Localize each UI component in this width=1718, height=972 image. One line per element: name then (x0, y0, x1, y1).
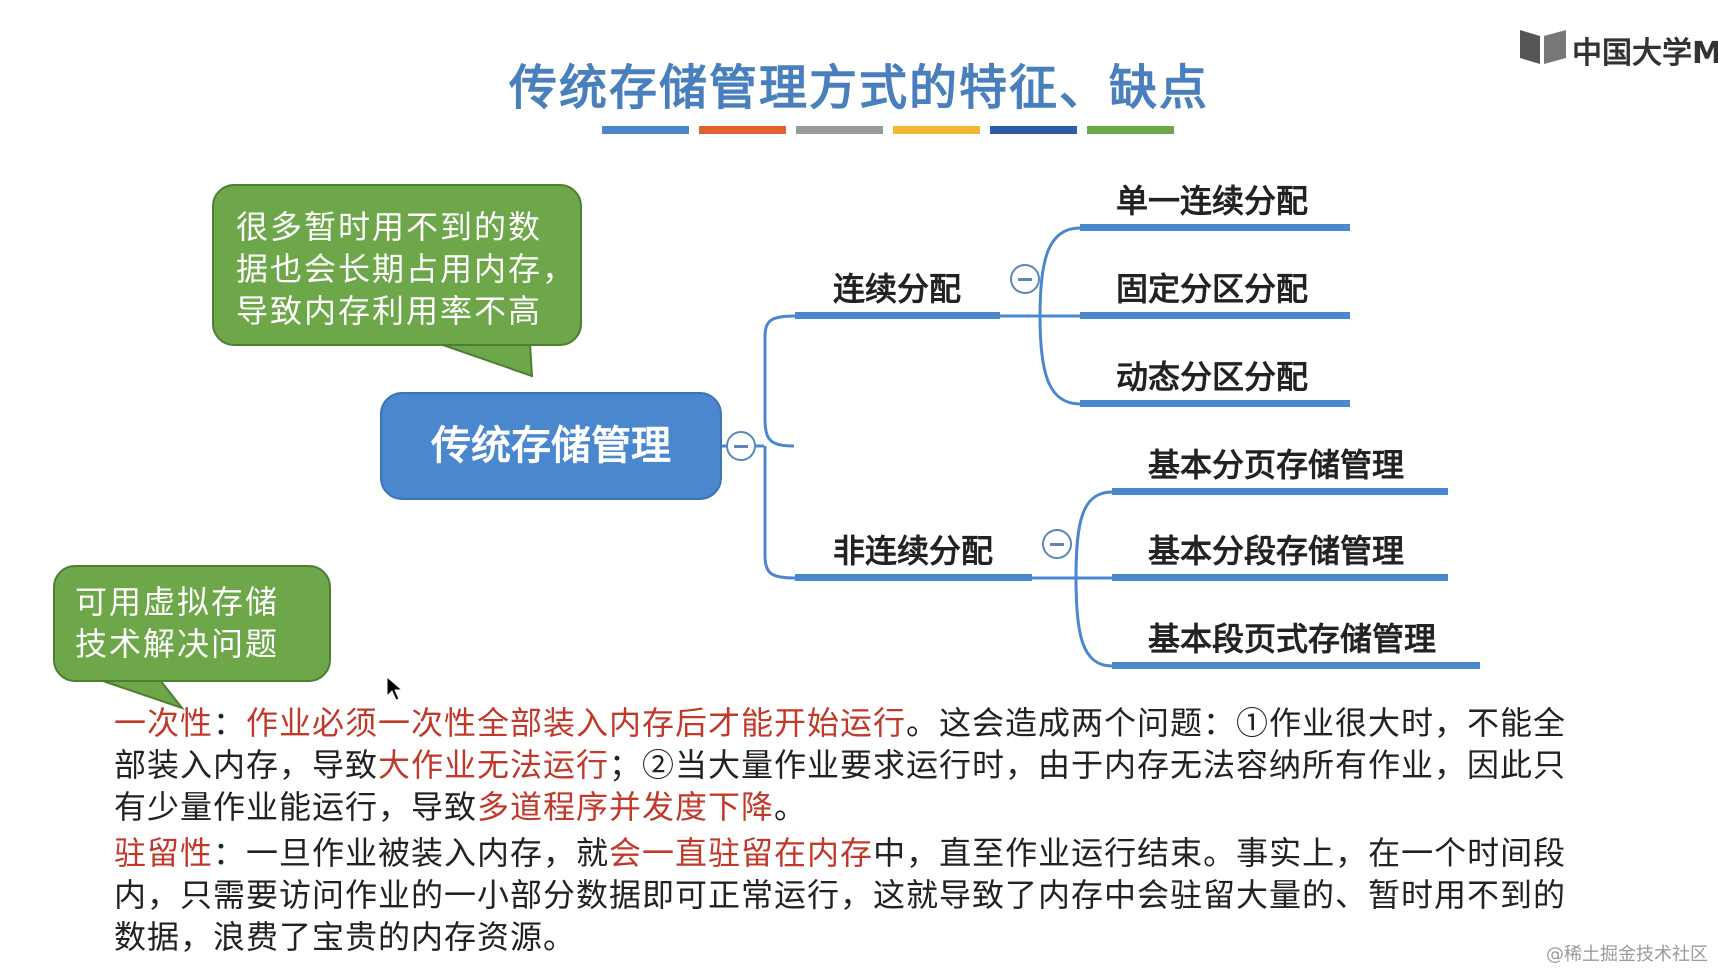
mouse-cursor-icon (386, 676, 404, 701)
bubble-line: 很多暂时用不到的数 (236, 208, 543, 246)
highlight-text: 多道程序并发度下降 (477, 788, 775, 826)
leaf-underline (1080, 224, 1350, 231)
residency-paragraph: 驻留性：一旦作业被装入内存，就会一直驻留在内存中，直至作业运行结束。事实上，在一… (114, 832, 1694, 958)
note-bubble-virtual-memory: 可用虚拟存储 技术解决问题 (53, 565, 331, 682)
leaf-underline (1080, 400, 1350, 407)
one-time-paragraph: 一次性：作业必须一次性全部装入内存后才能开始运行。这会造成两个问题：①作业很大时… (114, 702, 1694, 828)
leaf-segment-paging[interactable]: 基本段页式存储管理 (1148, 620, 1437, 658)
leaf-fixed-partition[interactable]: 固定分区分配 (1116, 270, 1309, 308)
branch-collapse-icon[interactable] (1042, 529, 1072, 559)
body-text: 。 (774, 788, 808, 826)
body-text: 有少量作业能运行，导致 (114, 788, 478, 826)
slide-title: 传统存储管理方式的特征、缺点 (508, 60, 1209, 116)
body-text: 一旦作业被装入内存，就 (246, 834, 610, 872)
colon: ： (213, 704, 247, 742)
paragraph-line: 内，只需要访问作业的一小部分数据即可正常运行，这就导致了内存中会驻留大量的、暂时… (114, 876, 1567, 914)
body-text: 。这会造成两个问题：①作业很大时，不能全 (906, 704, 1567, 742)
branch-underline (795, 574, 1032, 581)
leaf-underline (1112, 574, 1448, 581)
highlight-text: 会一直驻留在内存 (609, 834, 874, 872)
paragraph-line: 一次性：作业必须一次性全部装入内存后才能开始运行。这会造成两个问题：①作业很大时… (114, 702, 1694, 744)
paragraph-line: 驻留性：一旦作业被装入内存，就会一直驻留在内存中，直至作业运行结束。事实上，在一… (114, 832, 1694, 874)
mooc-book-icon (1520, 30, 1566, 64)
bubble-line: 据也会长期占用内存， (236, 250, 577, 288)
branch-collapse-icon[interactable] (1010, 264, 1040, 294)
root-collapse-icon[interactable] (726, 431, 756, 461)
leaf-dynamic-partition[interactable]: 动态分区分配 (1116, 358, 1309, 396)
bubble-line: 可用虚拟存储 (75, 583, 280, 621)
leaf-single-contiguous[interactable]: 单一连续分配 (1116, 182, 1309, 220)
title-bar-4 (893, 126, 980, 134)
paragraph-line: 有少量作业能运行，导致多道程序并发度下降。 (114, 786, 1694, 828)
body-text: 中，直至作业运行结束。事实上，在一个时间段 (873, 834, 1567, 872)
leaf-underline (1112, 488, 1448, 495)
branch-underline (795, 312, 1000, 319)
term-residency: 驻留性 (114, 834, 214, 872)
title-bar-1 (602, 126, 689, 134)
branch-contiguous[interactable]: 连续分配 (833, 270, 962, 308)
watermark: @稀土掘金技术社区 (1546, 944, 1708, 965)
leaf-underline (1080, 312, 1350, 319)
title-bar-5 (990, 126, 1077, 134)
bubble-line: 导致内存利用率不高 (236, 292, 543, 330)
term-one-time: 一次性 (114, 704, 214, 742)
title-bar-2 (699, 126, 786, 134)
title-bar-6 (1087, 126, 1174, 134)
paragraph-line: 数据，浪费了宝贵的内存资源。 (114, 918, 577, 956)
highlight-text: 作业必须一次性全部装入内存后才能开始运行 (246, 704, 907, 742)
body-text: 部装入内存，导致 (114, 746, 379, 784)
paragraph-line: 部装入内存，导致大作业无法运行；②当大量作业要求运行时，由于内存无法容纳所有作业… (114, 744, 1694, 786)
note-bubble-memory-waste: 很多暂时用不到的数 据也会长期占用内存， 导致内存利用率不高 (212, 184, 582, 346)
bubble-line: 技术解决问题 (75, 625, 280, 663)
body-text: ；②当大量作业要求运行时，由于内存无法容纳所有作业，因此只 (609, 746, 1567, 784)
branch-noncontiguous[interactable]: 非连续分配 (833, 532, 994, 570)
title-bar-3 (796, 126, 883, 134)
highlight-text: 大作业无法运行 (378, 746, 610, 784)
colon: ： (213, 834, 247, 872)
mindmap-root-node[interactable]: 传统存储管理 (380, 392, 722, 500)
leaf-underline (1112, 662, 1480, 669)
leaf-paging[interactable]: 基本分页存储管理 (1148, 446, 1405, 484)
mooc-logo: 中国大学M (1518, 22, 1718, 72)
logo-text: 中国大学M (1572, 36, 1718, 71)
leaf-segmentation[interactable]: 基本分段存储管理 (1148, 532, 1405, 570)
